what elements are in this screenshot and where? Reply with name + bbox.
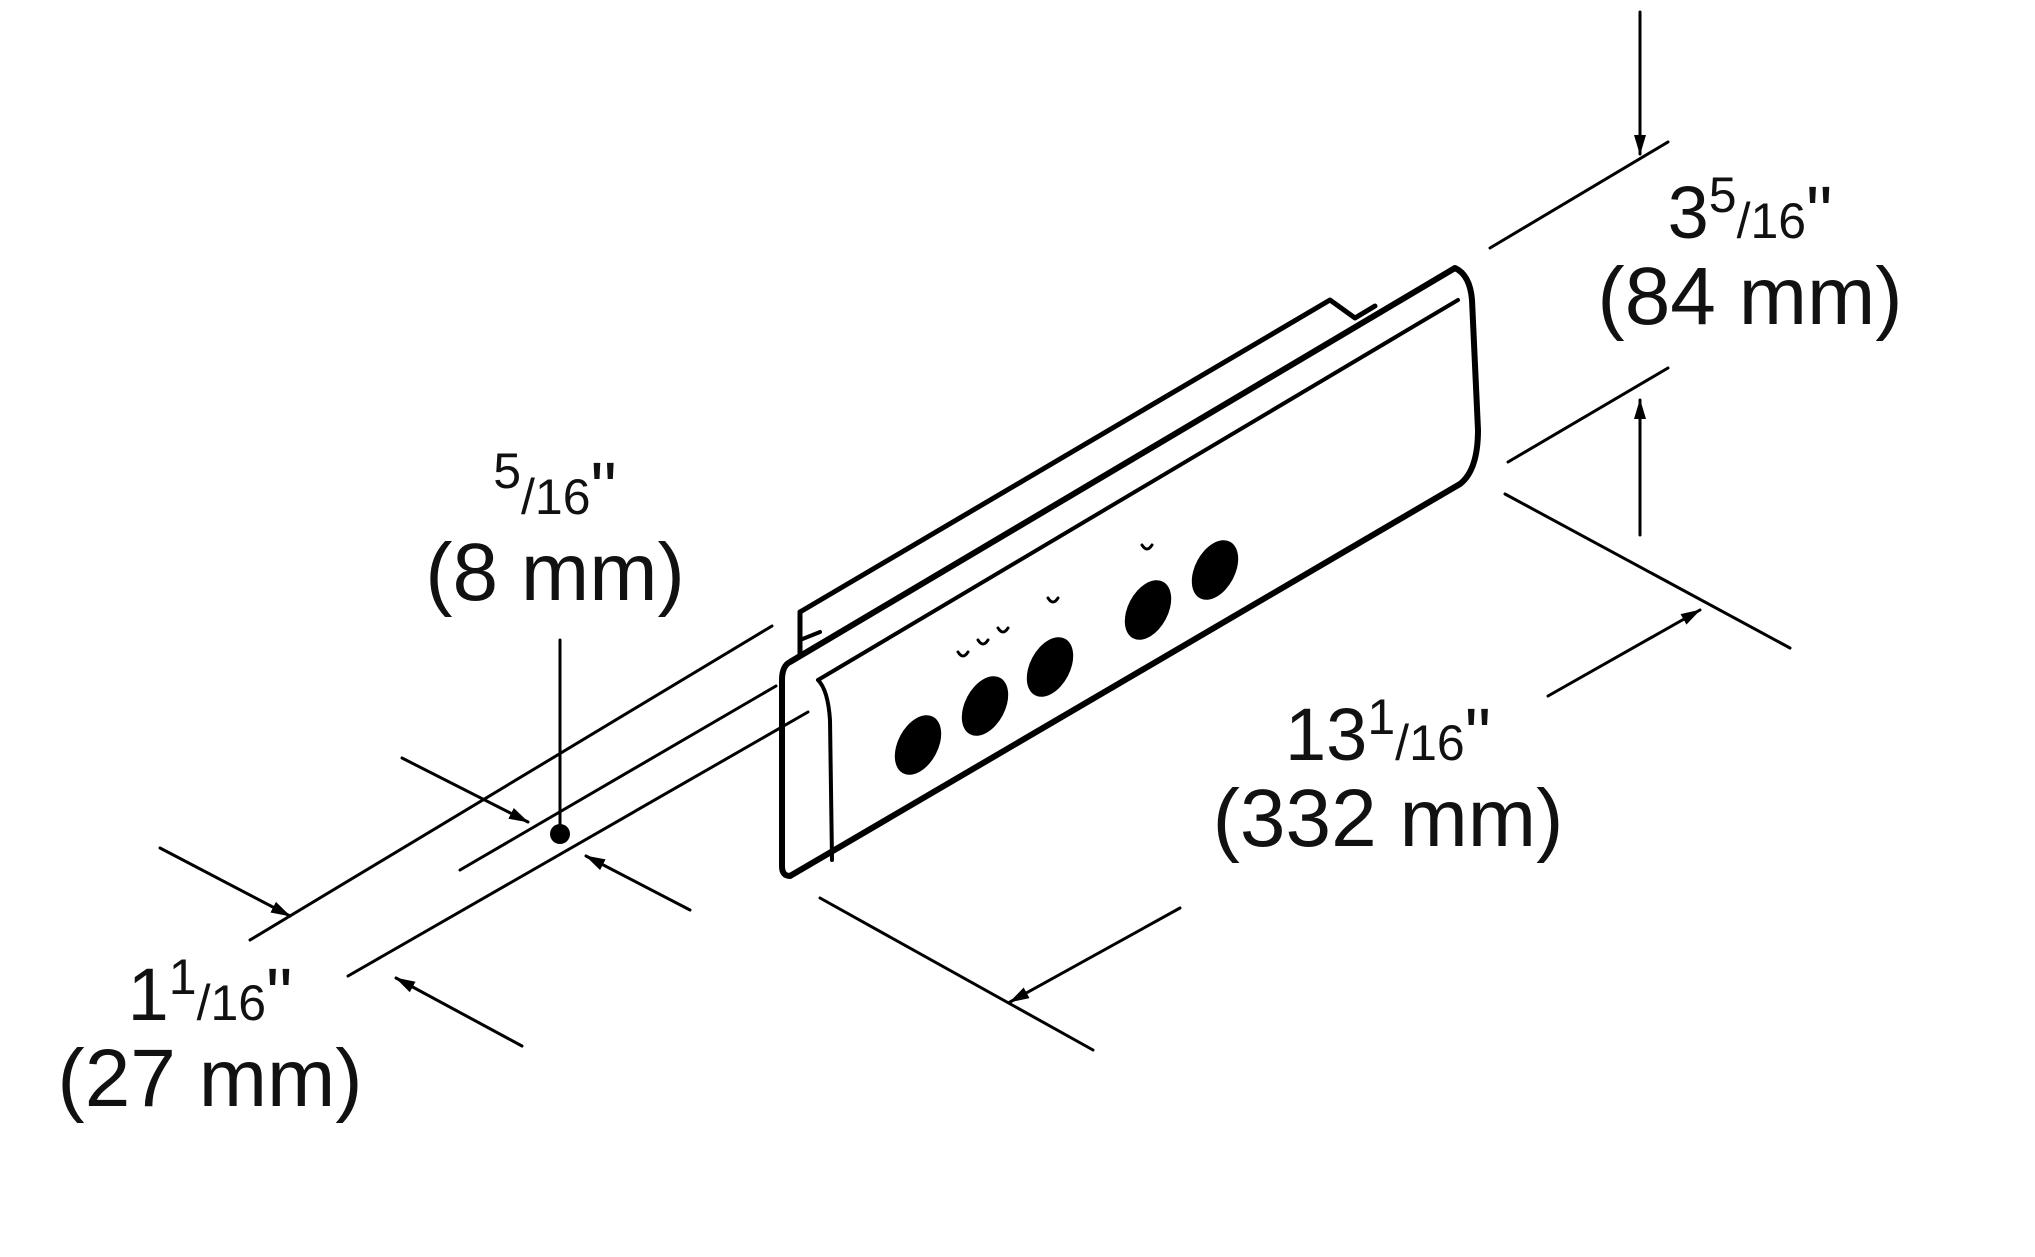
height-metric: (84 mm) xyxy=(1597,251,1903,342)
lip-imperial: 5/16" xyxy=(493,443,617,530)
width-dimension-lines xyxy=(818,492,1792,1052)
lip-dimension-label: 5/16" (8 mm) xyxy=(390,446,720,614)
depth-metric: (27 mm) xyxy=(57,1033,363,1124)
lip-metric: (8 mm) xyxy=(425,527,685,618)
height-dimension-lines xyxy=(1488,10,1670,537)
depth-imperial: 11/16" xyxy=(127,949,293,1036)
width-metric: (332 mm) xyxy=(1212,773,1564,864)
control-panel-outline xyxy=(779,265,1481,879)
depth-dimension-label: 11/16" (27 mm) xyxy=(40,952,380,1120)
height-dimension-label: 35/16" (84 mm) xyxy=(1570,170,1930,338)
height-imperial: 35/16" xyxy=(1667,167,1833,254)
depth-dimension-lines xyxy=(158,624,810,1048)
width-imperial: 131/16" xyxy=(1285,689,1491,776)
width-dimension-label: 131/16" (332 mm) xyxy=(1168,692,1608,860)
knob-holes xyxy=(894,540,1239,775)
